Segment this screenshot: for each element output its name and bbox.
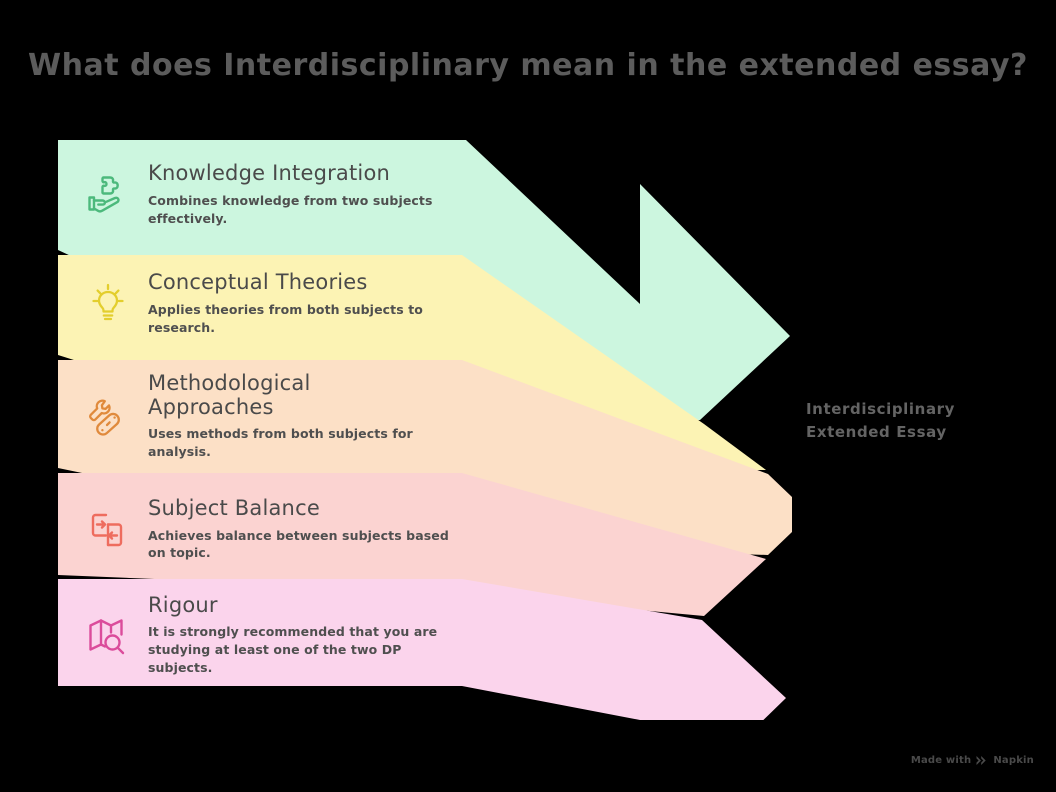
band-description: Uses methods from both subjects for anal… [148,426,413,460]
segment-rigour [58,579,786,720]
arrow-funnel-final-render [0,120,1056,720]
band-row-subject-balance[interactable]: Subject Balance Achieves balance between… [58,478,458,581]
band-text-methodological-approaches: Methodological Approaches Uses methods f… [148,371,438,461]
band-heading: Knowledge Integration [148,161,391,186]
band-text-conceptual-theories: Conceptual Theories Applies theories fro… [148,271,438,336]
band-heading: Conceptual Theories [148,270,368,295]
band-description: Achieves balance between subjects based … [148,527,449,561]
footer-credit[interactable]: Made with Napkin [911,755,1034,766]
band-row-knowledge-integration[interactable]: Knowledge Integration Combines knowledge… [58,142,458,248]
arrow-target-label: Interdisciplinary Extended Essay [806,398,1026,445]
map-with-magnifier-icon [82,609,134,661]
band-description: It is strongly recommended that you are … [148,624,438,675]
napkin-logo-icon [976,755,988,766]
lightbulb-icon [82,278,134,330]
napkin-brand-label: Napkin [993,755,1034,766]
page-title: What does Interdisciplinary mean in the … [28,48,1028,83]
made-with-label: Made with [910,755,972,766]
band-row-methodological-approaches[interactable]: Methodological Approaches Uses methods f… [58,360,458,473]
exchange-cards-icon [82,504,134,556]
band-heading: Rigour [148,592,218,617]
band-row-conceptual-theories[interactable]: Conceptual Theories Applies theories fro… [58,253,458,355]
hand-holding-puzzle-piece-icon [82,169,134,221]
target-label-line-1: Interdisciplinary [806,400,956,418]
interdisciplinary-arrow-diagram: Knowledge Integration Combines knowledge… [0,120,1056,720]
band-text-subject-balance: Subject Balance Achieves balance between… [148,495,458,562]
target-label-line-2: Extended Essay [806,423,947,442]
band-text-rigour: Rigour It is strongly recommended that y… [148,592,458,677]
band-description: Applies theories from both subjects to r… [148,302,423,335]
arrow-funnel-graphic [0,120,1056,720]
band-heading: Subject Balance [148,495,320,520]
band-row-rigour[interactable]: Rigour It is strongly recommended that y… [58,580,458,690]
band-description: Combines knowledge from two subjects eff… [148,193,433,226]
segment-methodological-approaches [58,360,792,555]
wrench-and-screwdriver-icon [82,391,134,443]
band-text-knowledge-integration: Knowledge Integration Combines knowledge… [148,162,448,227]
band-heading: Methodological Approaches [148,371,311,419]
